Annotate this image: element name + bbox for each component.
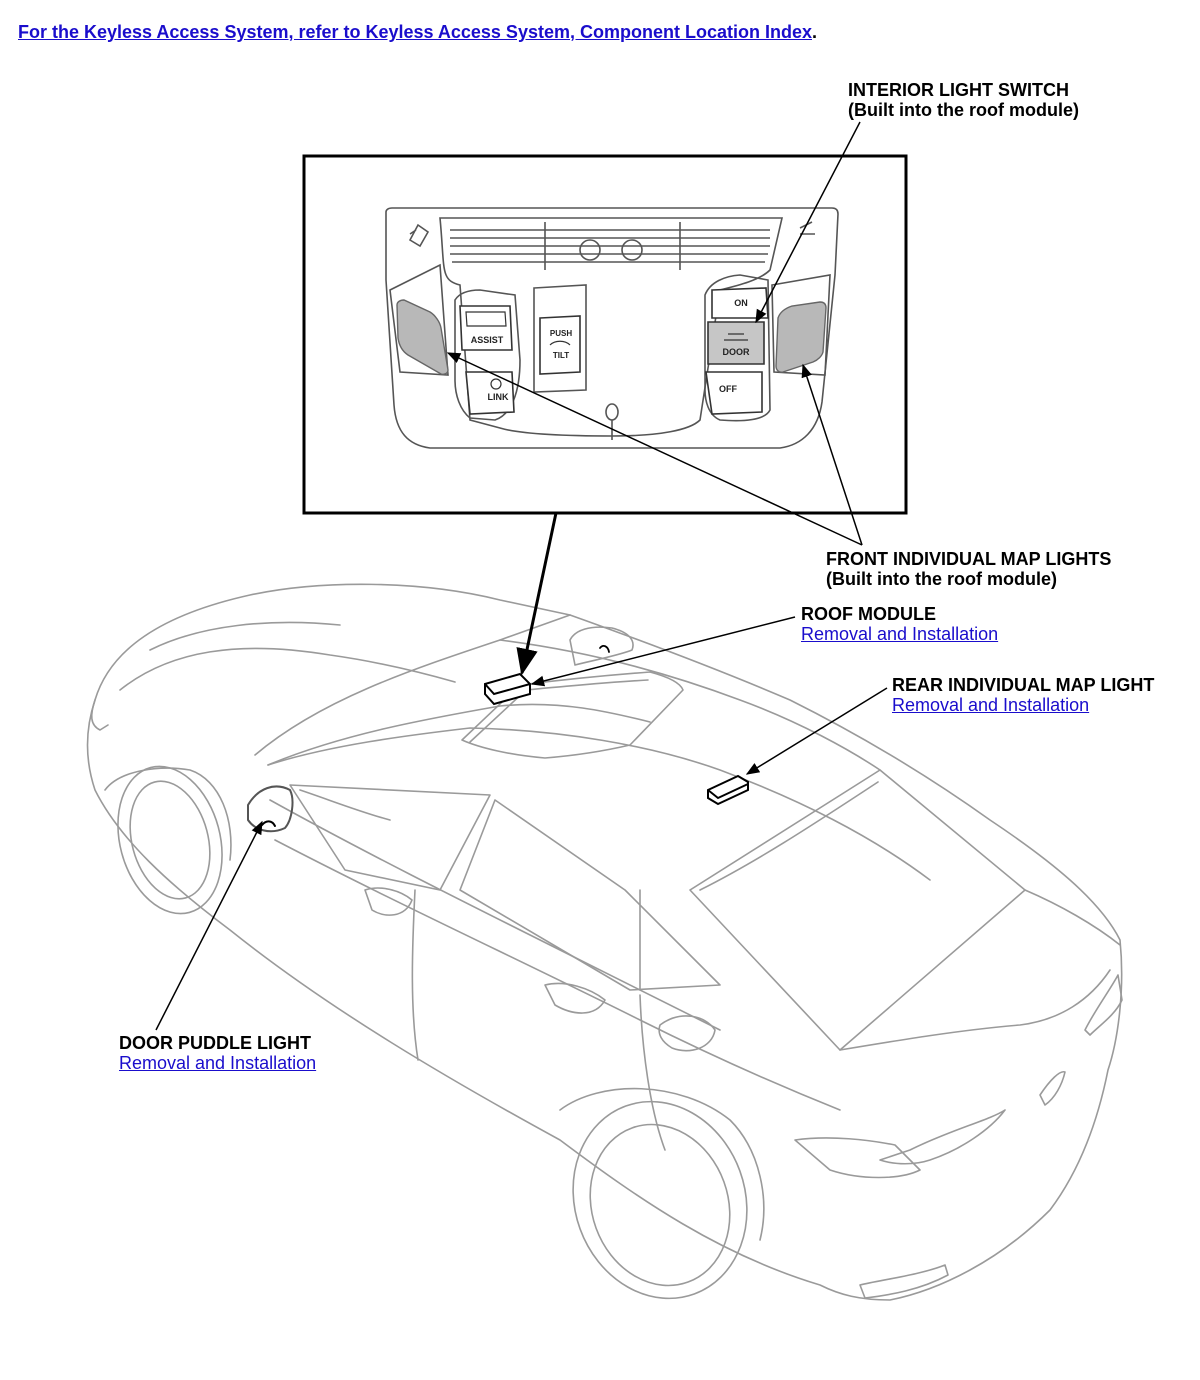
door-puddle-light-removal-link[interactable]: Removal and Installation bbox=[119, 1053, 317, 1073]
roof-console bbox=[385, 207, 839, 449]
callout-interior-light-switch: INTERIOR LIGHT SWITCH (Built into the ro… bbox=[848, 80, 1079, 120]
on-button bbox=[711, 287, 769, 319]
callout-subtitle: (Built into the roof module) bbox=[826, 569, 1057, 589]
leader-inset-to-car bbox=[516, 512, 558, 676]
top-note-period: . bbox=[811, 22, 817, 42]
rear-map-light-shape bbox=[707, 774, 749, 806]
callout-door-puddle-light: DOOR PUDDLE LIGHT Removal and Installati… bbox=[119, 1033, 316, 1073]
console-buttons bbox=[459, 287, 769, 415]
front-map-light-right bbox=[775, 301, 827, 373]
car-illustration bbox=[86, 583, 1123, 1301]
callout-title: INTERIOR LIGHT SWITCH bbox=[848, 80, 1069, 100]
front-map-light-left bbox=[396, 299, 449, 375]
push-tilt-button bbox=[539, 315, 581, 375]
callout-roof-module: ROOF MODULE Removal and Installation bbox=[801, 604, 998, 644]
keyless-access-link[interactable]: For the Keyless Access System, refer to … bbox=[18, 22, 812, 42]
top-note: For the Keyless Access System, refer to … bbox=[18, 22, 817, 43]
callout-rear-map-light: REAR INDIVIDUAL MAP LIGHT Removal and In… bbox=[892, 675, 1154, 715]
assist-button bbox=[459, 305, 513, 351]
door-label: DOOR bbox=[723, 347, 751, 357]
callout-front-map-lights: FRONT INDIVIDUAL MAP LIGHTS (Built into … bbox=[826, 549, 1111, 589]
assist-label: ASSIST bbox=[471, 335, 504, 345]
leader-map-left bbox=[446, 352, 863, 546]
door-button bbox=[707, 321, 765, 365]
roof-module-removal-link[interactable]: Removal and Installation bbox=[801, 624, 999, 644]
callout-subtitle: (Built into the roof module) bbox=[848, 100, 1079, 120]
leader-lines bbox=[155, 121, 888, 1031]
leader-map-right bbox=[801, 363, 863, 546]
link-button bbox=[465, 371, 515, 415]
tilt-label: TILT bbox=[553, 351, 569, 360]
leader-puddle bbox=[155, 820, 263, 1031]
leader-rear-light bbox=[745, 687, 888, 775]
callout-title: DOOR PUDDLE LIGHT bbox=[119, 1033, 311, 1053]
callout-title: FRONT INDIVIDUAL MAP LIGHTS bbox=[826, 549, 1112, 569]
leader-roof-module bbox=[530, 616, 796, 687]
push-label: PUSH bbox=[550, 329, 572, 338]
on-label: ON bbox=[734, 298, 748, 308]
callout-title: REAR INDIVIDUAL MAP LIGHT bbox=[892, 675, 1155, 695]
off-label: OFF bbox=[719, 384, 737, 394]
leader-interior-switch bbox=[755, 121, 861, 324]
off-button bbox=[705, 371, 763, 415]
link-label: LINK bbox=[488, 392, 509, 402]
callout-title: ROOF MODULE bbox=[801, 604, 936, 624]
rear-map-light-removal-link[interactable]: Removal and Installation bbox=[892, 695, 1090, 715]
roof-module-shape bbox=[484, 672, 531, 706]
